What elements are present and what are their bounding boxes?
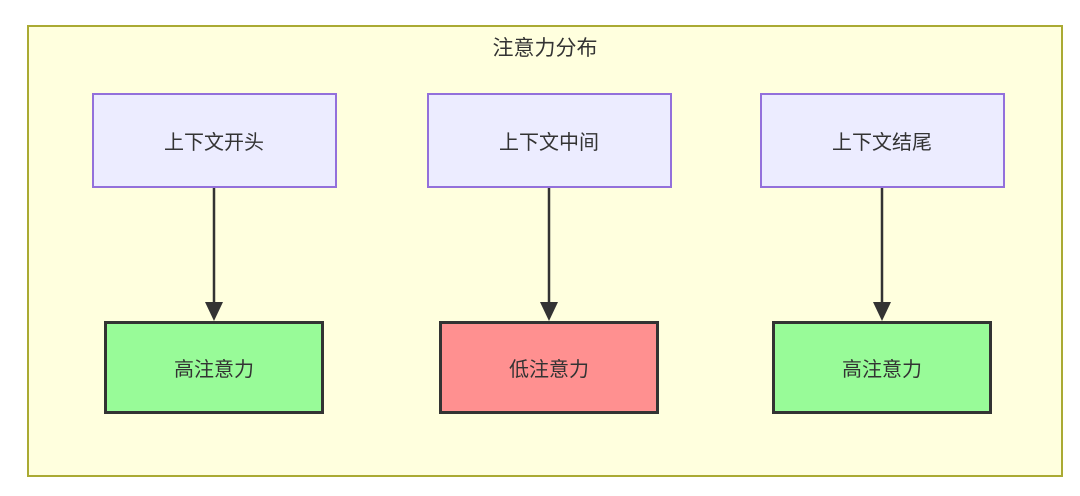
node-context-end: 上下文结尾	[759, 93, 1005, 188]
flow-column-end: 上下文结尾 高注意力	[757, 93, 1007, 414]
flow-column-begin: 上下文开头 高注意力	[89, 93, 339, 414]
node-attention-high-2: 高注意力	[772, 321, 992, 414]
diagram-canvas: 注意力分布 上下文开头 高注意力 上下文中间 低注意力	[27, 25, 1063, 477]
node-context-middle: 上下文中间	[426, 93, 672, 188]
diagram-title: 注意力分布	[492, 37, 598, 60]
arrow-down-connector	[203, 188, 225, 321]
flow-column-middle: 上下文中间 低注意力	[424, 93, 674, 414]
arrow-down-connector	[538, 188, 560, 321]
arrow-down-connector	[871, 188, 893, 321]
node-attention-low: 低注意力	[439, 321, 659, 414]
node-context-begin: 上下文开头	[91, 93, 337, 188]
node-attention-high-1: 高注意力	[104, 321, 324, 414]
